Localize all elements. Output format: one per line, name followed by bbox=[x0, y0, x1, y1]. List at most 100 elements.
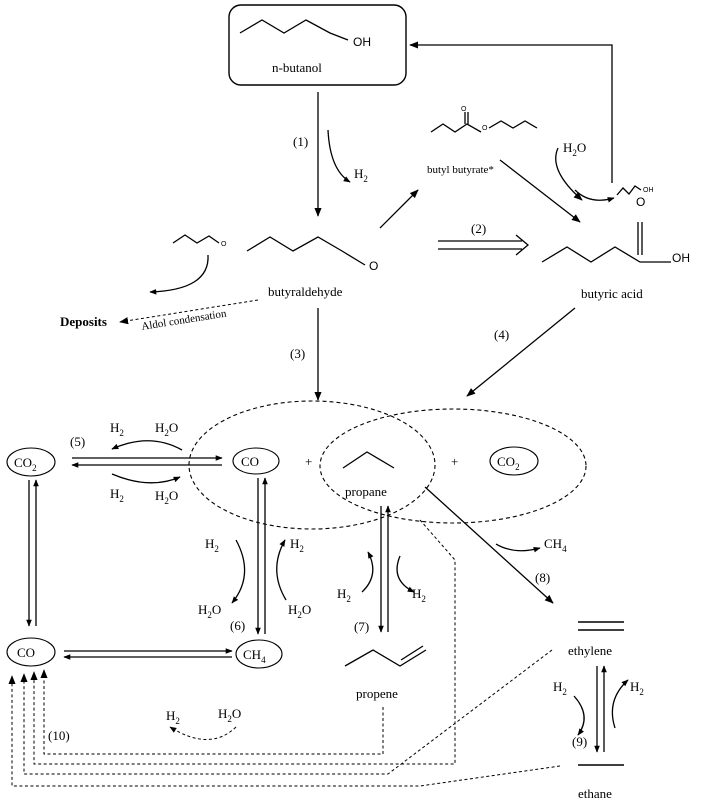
butyl-butyrate-structure bbox=[430, 123, 482, 133]
n-butanol-node: OH n-butanol bbox=[228, 4, 407, 86]
step-6-h2-left: H2 bbox=[205, 536, 219, 554]
step-5-curve-bottom bbox=[111, 473, 181, 484]
propane-structure bbox=[342, 451, 395, 469]
step-10-curve bbox=[169, 726, 237, 740]
step-2-label: (2) bbox=[471, 221, 486, 236]
hydrolysis-water-curve bbox=[555, 147, 583, 201]
dashed-return-propene bbox=[40, 669, 384, 755]
butyl-butyrate-node: O O butyl butyrate* bbox=[427, 106, 538, 176]
co2-oval-right bbox=[489, 446, 539, 476]
butyraldehyde-structure bbox=[246, 236, 366, 266]
butyric-acid-node: O OH butyric acid bbox=[541, 195, 690, 301]
step-10-h2o: H2O bbox=[218, 706, 241, 724]
plus-2: + bbox=[451, 454, 458, 469]
butyric-acid-oh: OH bbox=[672, 251, 690, 265]
step-8-ch4-curve bbox=[495, 543, 541, 553]
butyl-butyrate-label: butyl butyrate* bbox=[427, 164, 494, 176]
water-reagent: H2O bbox=[563, 140, 586, 158]
step-4-arrow bbox=[466, 307, 576, 397]
step-9-h2-right: H2 bbox=[630, 679, 644, 697]
n-butanol-label: n-butanol bbox=[272, 60, 322, 75]
butyraldehyde-node: O butyraldehyde bbox=[246, 236, 378, 299]
butyric-acid-label: butyric acid bbox=[581, 286, 643, 301]
small-butanol-structure bbox=[616, 185, 642, 196]
step-8-arrow bbox=[424, 486, 554, 604]
co-propane-ellipse bbox=[188, 400, 436, 530]
to-butyl-butyrate-arrow bbox=[379, 189, 419, 229]
step-8-label: (8) bbox=[535, 570, 550, 585]
step-5-h2-bottom: H2 bbox=[110, 486, 124, 504]
recycle-arrow bbox=[409, 41, 613, 183]
aldol-label: Aldol condensation bbox=[141, 308, 228, 333]
dashed-return-propane bbox=[30, 519, 456, 765]
step-8-ch4: CH4 bbox=[544, 536, 567, 554]
step-9-curve-right bbox=[611, 679, 629, 729]
step-5-h2-top: H2 bbox=[110, 420, 124, 438]
step-9-h2-left: H2 bbox=[553, 679, 567, 697]
step-6-curve-left bbox=[231, 539, 246, 604]
dashed-return-ethylene bbox=[20, 649, 553, 775]
butyl-chain bbox=[488, 120, 538, 129]
step-6-h2-right: H2 bbox=[290, 536, 304, 554]
deposits-label: Deposits bbox=[60, 314, 107, 329]
propane-co2-ellipse bbox=[319, 408, 587, 524]
step-6-label: (6) bbox=[230, 618, 245, 633]
butyric-acid-structure bbox=[541, 246, 671, 263]
step-7-h2-left: H2 bbox=[337, 586, 351, 604]
step-7-h2-right: H2 bbox=[412, 586, 426, 604]
step-10-label: (10) bbox=[48, 728, 70, 743]
plus-1: + bbox=[305, 454, 312, 469]
step-1-h2-curve bbox=[327, 129, 351, 183]
small-butanol-oh: OH bbox=[643, 187, 654, 194]
step-3-label: (3) bbox=[290, 346, 305, 361]
propane-label: propane bbox=[345, 484, 387, 499]
step-10-h2: H2 bbox=[166, 708, 180, 726]
deposit-curve bbox=[149, 254, 209, 295]
co-oval-left bbox=[6, 637, 56, 667]
hydrolysis-arrow bbox=[499, 159, 581, 223]
butyric-acid-o: O bbox=[636, 195, 645, 209]
propene-double-bond bbox=[400, 645, 424, 661]
small-aldehyde-structure bbox=[172, 234, 220, 244]
ethylene-label: ethylene bbox=[568, 643, 612, 658]
n-butanol-oh: OH bbox=[353, 35, 371, 49]
co-oval-top bbox=[232, 447, 280, 475]
co-left: CO bbox=[17, 645, 35, 660]
step-7-curve-left bbox=[361, 551, 374, 593]
step-4-label: (4) bbox=[494, 327, 509, 342]
step-6-h2o-right: H2O bbox=[288, 602, 311, 620]
ch4-label: CH4 bbox=[243, 647, 266, 665]
aldol-dashed-arrow bbox=[119, 299, 259, 325]
co-top: CO bbox=[241, 454, 259, 469]
step-6-h2o-left: H2O bbox=[198, 602, 221, 620]
co2-right: CO2 bbox=[497, 454, 520, 472]
step-5-h2o-top: H2O bbox=[155, 420, 178, 438]
dashed-return-ethane bbox=[8, 675, 561, 787]
ester-o-top: O bbox=[461, 106, 467, 113]
n-butanol-structure bbox=[239, 19, 349, 41]
butyraldehyde-label: butyraldehyde bbox=[268, 284, 343, 299]
ch4-oval bbox=[235, 639, 283, 669]
small-aldehyde-o: O bbox=[221, 241, 227, 248]
step-2-arrow-head bbox=[515, 234, 530, 256]
propene-label: propene bbox=[356, 686, 398, 701]
step-6-curve-right bbox=[276, 539, 287, 601]
step-9-label: (9) bbox=[572, 734, 587, 749]
co2-oval-left bbox=[6, 447, 56, 477]
propene-structure bbox=[344, 649, 427, 667]
step-5-label: (5) bbox=[70, 434, 85, 449]
n-butanol-box bbox=[228, 4, 407, 86]
co2-left: CO2 bbox=[14, 455, 37, 473]
step-9-curve-left bbox=[573, 695, 585, 736]
step-7-label: (7) bbox=[354, 619, 369, 634]
step-5-curve-top bbox=[111, 440, 183, 451]
ester-o: O bbox=[482, 125, 488, 132]
butanol-release-curve bbox=[574, 189, 615, 203]
butyraldehyde-o: O bbox=[369, 259, 378, 273]
step-5-h2o-bottom: H2O bbox=[155, 488, 178, 506]
ethane-label: ethane bbox=[578, 786, 612, 801]
step-1-h2: H2 bbox=[354, 166, 368, 184]
step-1-label: (1) bbox=[293, 134, 308, 149]
step-7-curve-right bbox=[396, 555, 415, 593]
